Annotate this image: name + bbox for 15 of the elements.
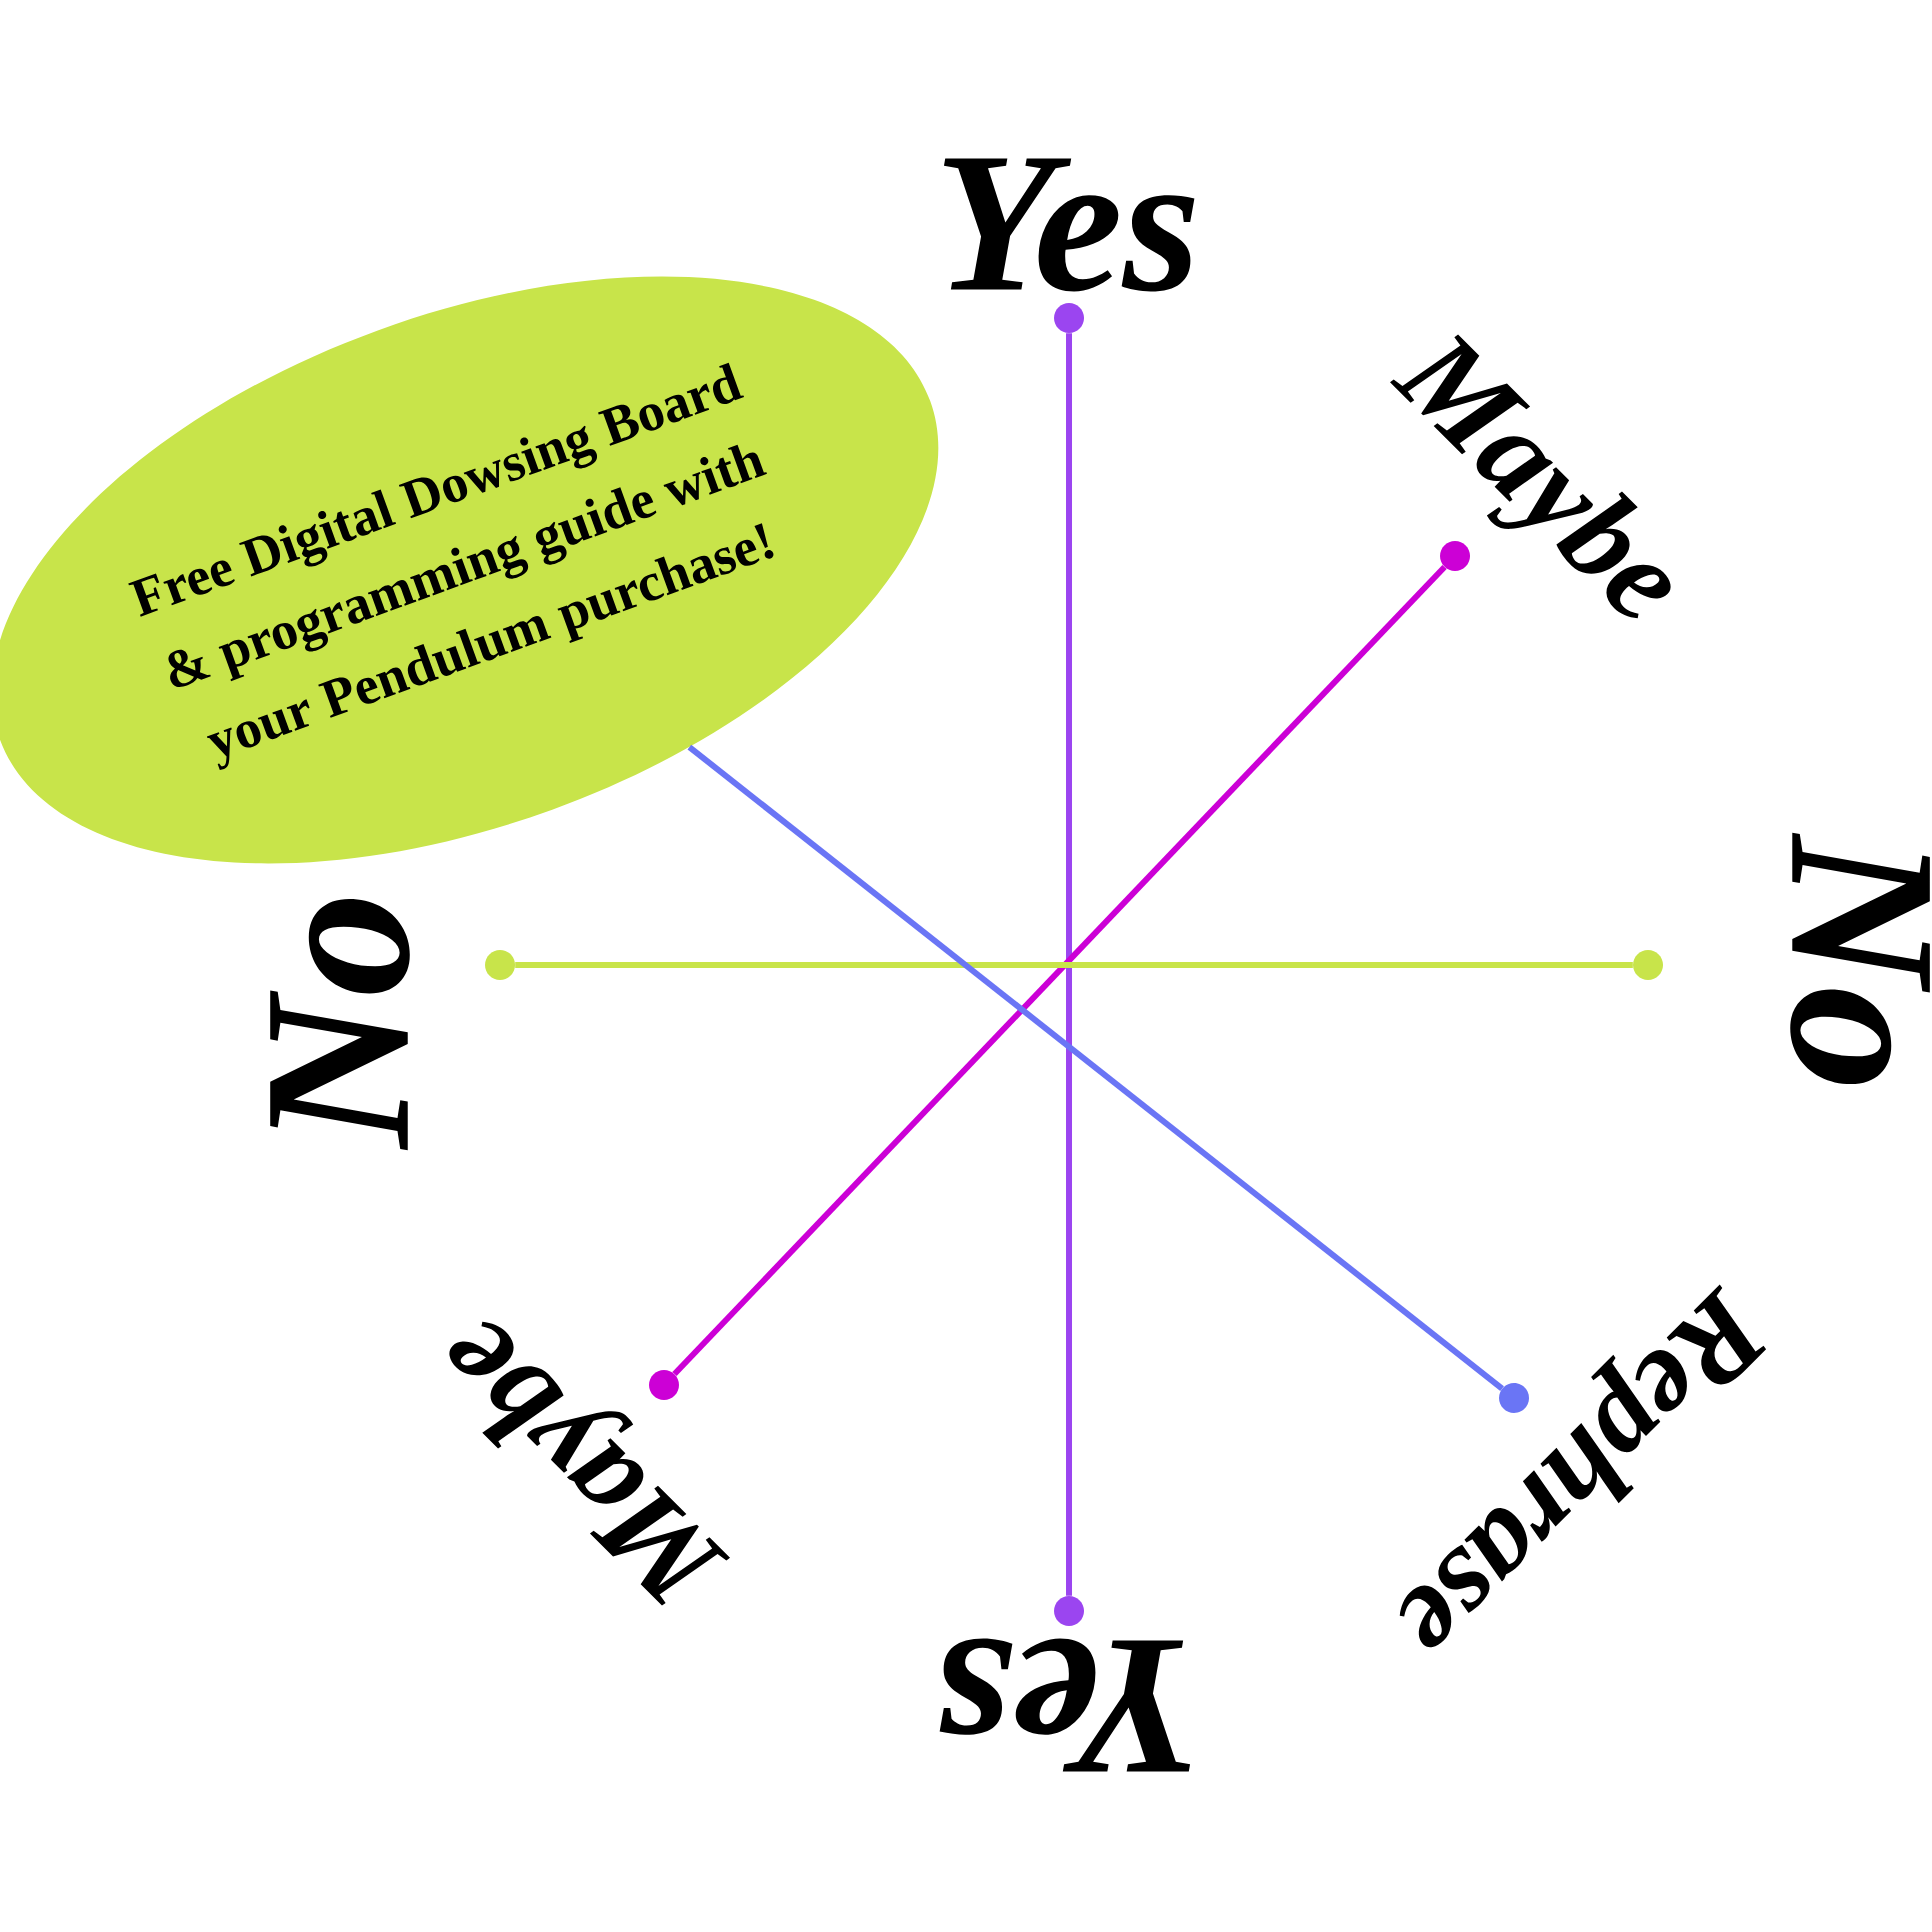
dot-marker: [1054, 303, 1084, 333]
answer-word: No: [1790, 832, 1930, 1085]
answer-word: Yes: [939, 1638, 1191, 1772]
answer-word: Yes: [943, 158, 1195, 292]
line: [687, 744, 1504, 1391]
dot-marker: [1440, 541, 1470, 571]
dot-marker: [485, 950, 515, 980]
line: [672, 564, 1447, 1377]
line: [515, 962, 1633, 968]
dot-marker: [1054, 1596, 1084, 1626]
dot-marker: [649, 1370, 679, 1400]
dot-marker: [1633, 950, 1663, 980]
answer-word: No: [270, 898, 410, 1151]
dot-marker: [1499, 1383, 1529, 1413]
line: [1066, 333, 1072, 1596]
